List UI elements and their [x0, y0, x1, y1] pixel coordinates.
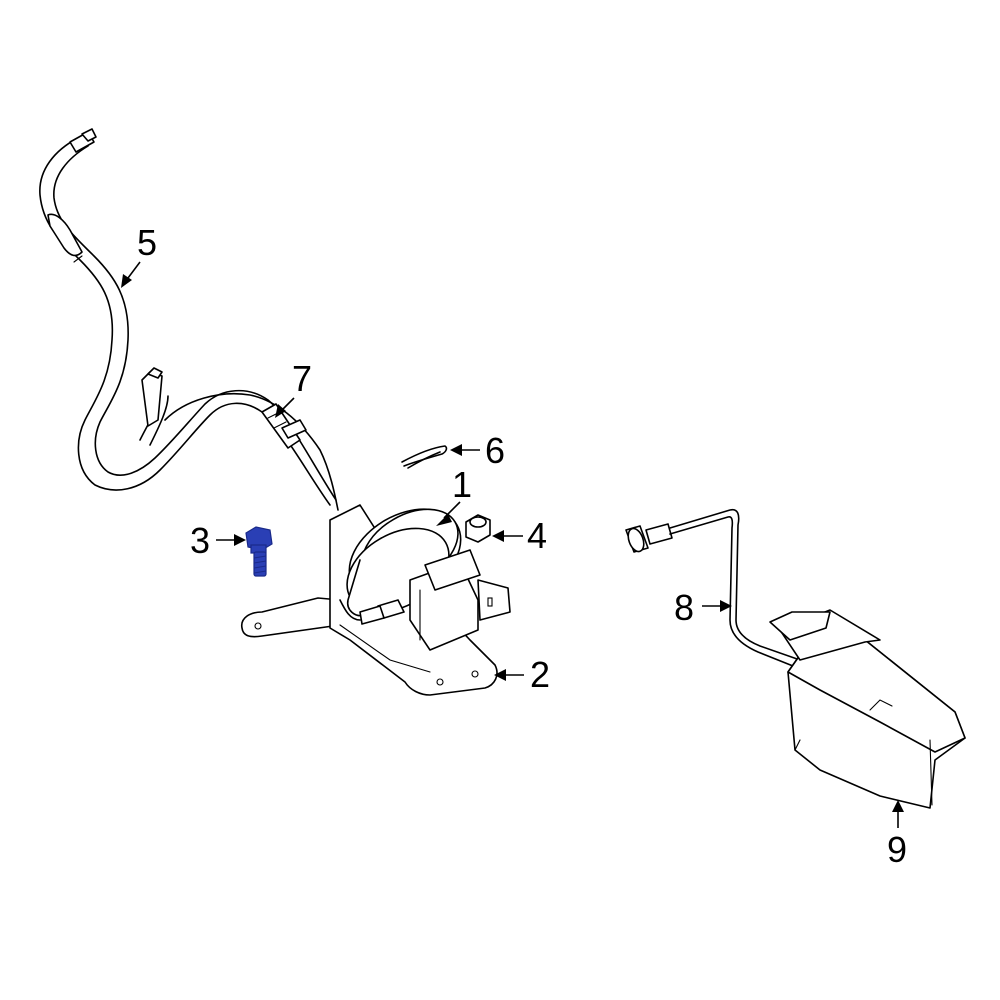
callout-5: 5	[121, 222, 157, 288]
hose-part-5[interactable]	[39, 128, 339, 511]
callout-7: 7	[275, 358, 312, 418]
callout-3: 3	[190, 520, 246, 561]
check-valve-part-7[interactable]	[261, 403, 307, 449]
svg-text:1: 1	[452, 464, 472, 505]
bolt-part-3[interactable]	[245, 526, 273, 577]
svg-text:9: 9	[887, 829, 907, 870]
svg-text:6: 6	[485, 430, 505, 471]
svg-text:7: 7	[292, 358, 312, 399]
svg-text:5: 5	[137, 222, 157, 263]
sensor-wire-part-8[interactable]	[625, 508, 801, 669]
svg-text:3: 3	[190, 520, 210, 561]
callout-6: 6	[450, 430, 505, 471]
callout-4: 4	[492, 515, 547, 556]
callout-2: 2	[494, 654, 550, 695]
svg-text:8: 8	[674, 587, 694, 628]
callout-1: 1	[436, 464, 472, 526]
svg-text:4: 4	[527, 515, 547, 556]
clip-part-6[interactable]	[401, 445, 448, 469]
canister-part-9[interactable]	[769, 609, 966, 809]
vacuum-actuator-part-1[interactable]	[332, 490, 511, 651]
svg-text:2: 2	[530, 654, 550, 695]
nut-part-4[interactable]	[465, 514, 491, 543]
callout-8: 8	[674, 587, 732, 628]
callout-9: 9	[887, 800, 907, 870]
